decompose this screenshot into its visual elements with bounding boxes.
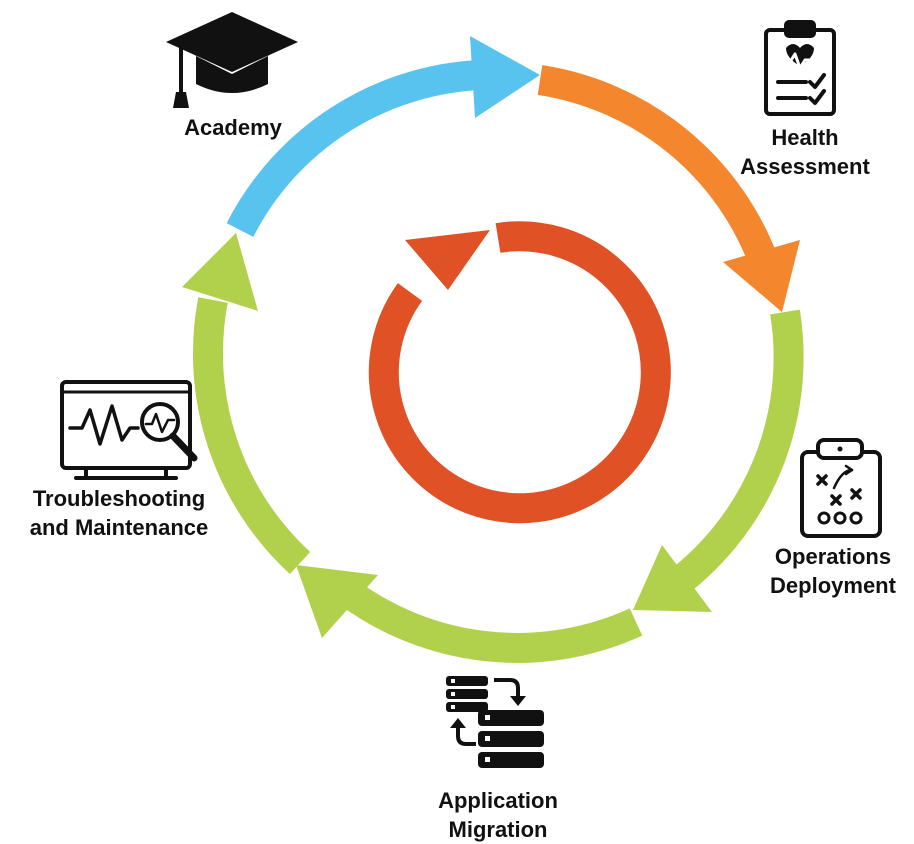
health-label-line-2: Assessment [740,154,870,179]
troubleshooting-label-line-2: and Maintenance [29,515,209,540]
operations-label-line-1: Operations [774,544,892,569]
inner-cycle-ring [368,221,671,524]
operations-label-line-2: Deployment [770,573,896,598]
monitor-magnifier-icon [60,380,198,480]
inner-cycle [368,221,671,524]
health-label-line-1: Health [771,125,839,150]
migration-label-line-1: Application [438,788,558,813]
health-assessment-label: Health Assessment [720,123,890,181]
outer-cycle [192,60,804,663]
migration-label-line-2: Migration [448,817,548,842]
migration-arrow [335,578,643,663]
inner-cycle-arrowhead [405,230,490,290]
clipboard-heartbeat-icon [764,20,836,116]
server-migration-icon [446,676,544,768]
academy-label: Academy [158,113,308,142]
academy-arrow [226,60,481,237]
graduation-cap-icon [166,12,298,108]
troubleshooting-arrow [192,297,311,575]
troubleshooting-arrowhead [182,233,258,311]
troubleshooting-label-line-1: Troubleshooting [32,486,206,511]
academy-label-line: Academy [184,115,282,140]
health-arrowhead [723,240,800,312]
outer-arrowheads [182,36,800,638]
strategy-clipboard-icon [800,438,882,538]
operations-deployment-label: Operations Deployment [758,542,908,600]
operations-arrowhead [633,545,712,612]
migration-arrowhead [296,565,378,638]
operations-arrow [659,309,804,603]
health-arrow [537,65,780,271]
application-migration-label: Application Migration [408,786,588,844]
academy-arrowhead [470,36,540,118]
troubleshooting-maintenance-label: Troubleshooting and Maintenance [4,484,234,542]
